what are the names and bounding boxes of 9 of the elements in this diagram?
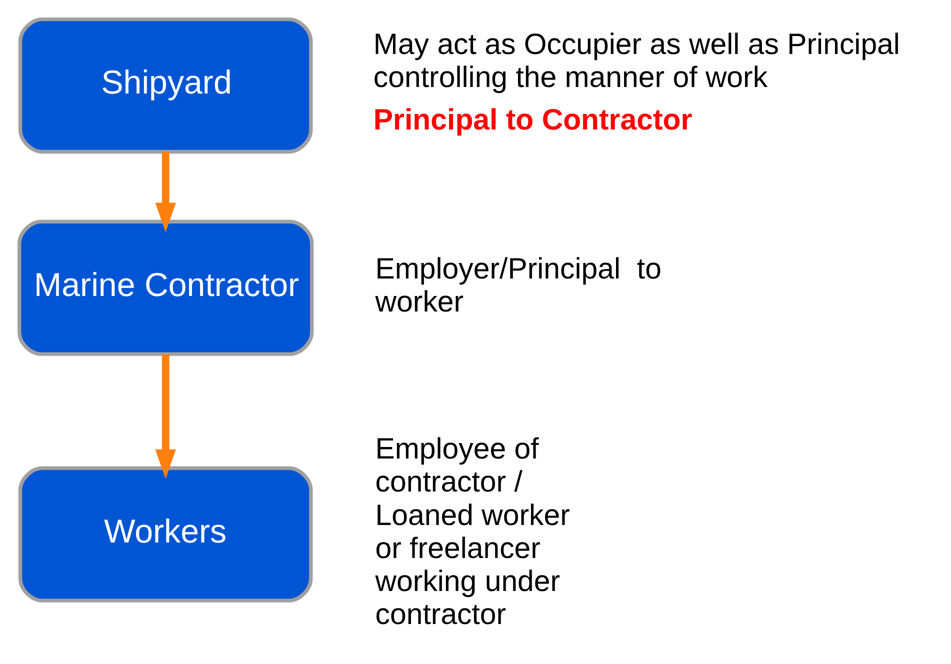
node-box: Shipyard	[18, 17, 312, 154]
node-label: Principal to Contractor	[372, 103, 692, 136]
arrow	[154, 354, 176, 479]
arrow	[154, 152, 176, 232]
node-label: Employer/Principal to worker	[374, 252, 661, 318]
node-box: Workers	[18, 466, 312, 602]
node-label: May act as Occupier as well as Principal controlling the manner of work	[372, 28, 900, 94]
node-box: Marine Contractor	[17, 220, 314, 356]
node-label: Employee of contractor / Loaned worker or freelancer working under contractor	[374, 432, 570, 632]
